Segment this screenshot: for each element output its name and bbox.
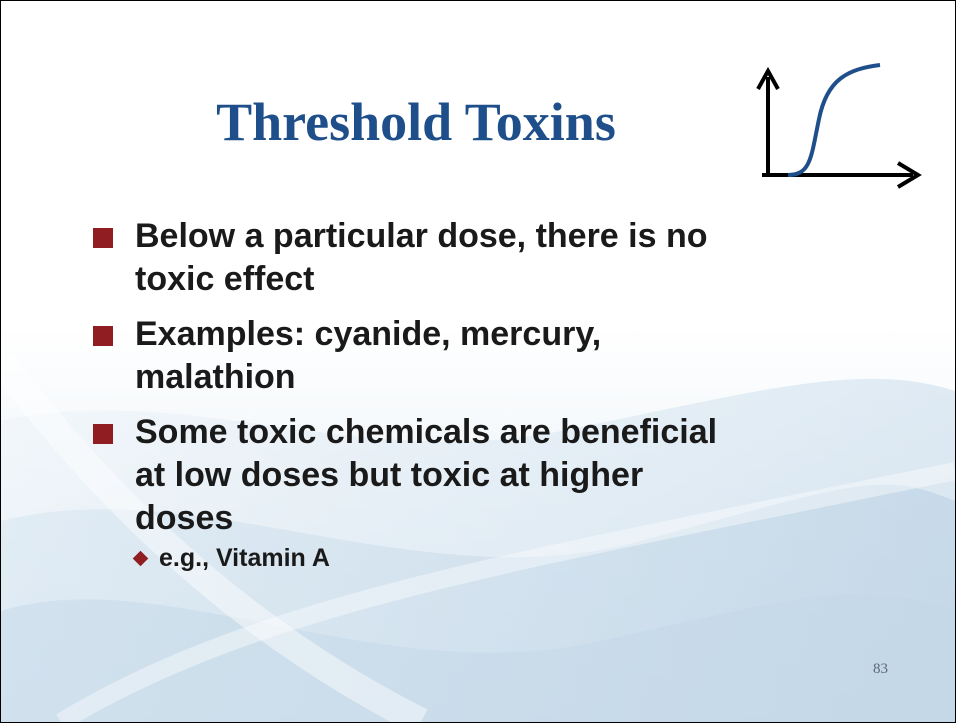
diamond-bullet-icon xyxy=(132,550,149,567)
bullet-text: Some toxic chemicals are beneficial at l… xyxy=(135,413,718,537)
bullet-item: Some toxic chemicals are beneficial at l… xyxy=(93,411,733,574)
page-number: 83 xyxy=(873,661,888,677)
square-bullet-icon xyxy=(93,228,113,248)
bullet-list: Below a particular dose, there is no tox… xyxy=(93,215,733,586)
sub-bullet-text: e.g., Vitamin A xyxy=(159,544,330,572)
threshold-curve-icon xyxy=(756,63,922,189)
bullet-item: Below a particular dose, there is no tox… xyxy=(93,215,733,301)
bullet-text: Below a particular dose, there is no tox… xyxy=(135,217,708,298)
sub-bullet-item: e.g., Vitamin A xyxy=(132,542,733,574)
bullet-item: Examples: cyanide, mercury, malathion xyxy=(93,313,733,399)
square-bullet-icon xyxy=(93,326,113,346)
square-bullet-icon xyxy=(93,424,113,444)
bullet-text: Examples: cyanide, mercury, malathion xyxy=(135,315,602,396)
sub-bullet-list: e.g., Vitamin A xyxy=(132,542,733,574)
slide-title: Threshold Toxins xyxy=(216,92,616,152)
